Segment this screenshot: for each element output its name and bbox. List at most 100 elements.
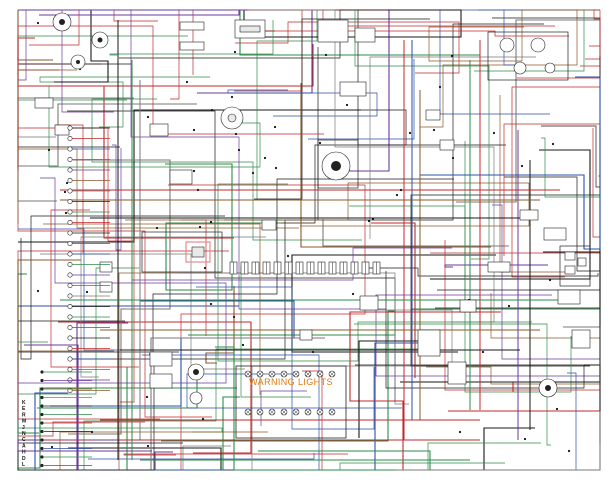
lamp-terminal xyxy=(67,324,73,330)
junction-dot xyxy=(155,226,159,230)
wire xyxy=(17,439,220,452)
wire xyxy=(257,109,407,224)
junction-dot xyxy=(481,350,485,354)
junction-dot xyxy=(408,131,412,135)
lamp-terminal xyxy=(67,178,73,184)
lamp-filament xyxy=(257,409,263,415)
relay-box xyxy=(459,299,477,313)
junction-dot xyxy=(507,304,511,308)
wire xyxy=(217,183,532,362)
junction-dot xyxy=(548,278,552,282)
connector-code: E xyxy=(22,406,26,412)
relay-box xyxy=(261,219,277,231)
junction-dot xyxy=(438,85,442,89)
junction-dot xyxy=(450,54,454,58)
lamp-terminal xyxy=(67,261,73,267)
wire xyxy=(349,205,572,393)
wire xyxy=(17,259,81,368)
wire xyxy=(18,9,248,16)
wire xyxy=(355,271,585,389)
junction-dot xyxy=(237,148,241,152)
wire xyxy=(322,219,509,247)
junction-dot xyxy=(311,350,315,354)
junction-dot xyxy=(273,125,277,129)
wire xyxy=(17,69,77,224)
connector-code: A xyxy=(22,443,26,449)
instrument-cluster xyxy=(487,31,569,81)
junction-dot xyxy=(209,220,213,224)
wire xyxy=(430,149,591,280)
wiper-motor xyxy=(220,106,244,130)
wire xyxy=(18,109,361,243)
wire xyxy=(300,83,491,248)
relay-box xyxy=(519,209,539,221)
wire xyxy=(504,176,600,272)
junction-dot xyxy=(209,302,213,306)
connector-pin xyxy=(40,463,44,468)
wire xyxy=(369,56,536,239)
lamp-terminal xyxy=(67,366,73,372)
lamp-terminal xyxy=(67,167,73,173)
lamp-terminal xyxy=(67,335,73,341)
junction-dot xyxy=(351,292,355,296)
relay-box xyxy=(99,281,113,293)
lamp-terminal xyxy=(67,282,73,288)
lamp-filament xyxy=(317,371,323,377)
junction-dot xyxy=(85,290,89,294)
wire xyxy=(40,253,245,370)
relay-box xyxy=(99,261,113,273)
relay-box xyxy=(425,109,441,121)
wire xyxy=(368,267,599,277)
wire xyxy=(88,453,315,460)
wire xyxy=(205,286,235,364)
junction-dot xyxy=(63,190,67,194)
lamp-terminal xyxy=(67,345,73,351)
wire xyxy=(125,182,530,227)
wire xyxy=(123,453,348,456)
wire xyxy=(54,10,109,83)
junction-dot xyxy=(395,193,399,197)
junction-dot xyxy=(251,171,255,175)
wire xyxy=(474,10,585,72)
connector-code: C xyxy=(22,437,26,443)
junction-dot xyxy=(146,444,150,448)
lamp-filament xyxy=(305,371,311,377)
fuse-strip xyxy=(229,261,381,275)
lamp-terminal xyxy=(67,293,73,299)
lamp-terminal xyxy=(67,272,73,278)
wire xyxy=(91,98,362,241)
lamp-terminal xyxy=(67,136,73,142)
relay-box xyxy=(359,295,379,311)
connector-pin xyxy=(40,412,44,417)
central-fuse-block xyxy=(141,231,223,273)
wire xyxy=(161,310,396,442)
junction-dot xyxy=(47,148,51,152)
connector-code: H xyxy=(22,450,26,456)
wire xyxy=(428,9,600,62)
relay-box xyxy=(439,139,455,151)
lamp-filament xyxy=(305,409,311,415)
connector-code: R xyxy=(22,412,26,418)
junction-dot xyxy=(399,188,403,192)
junction-dot xyxy=(210,108,214,112)
lamp-filament xyxy=(269,409,275,415)
left-lamp-terminals xyxy=(40,125,110,468)
wire xyxy=(354,10,490,260)
junction-dot xyxy=(65,181,69,185)
lamp-filament xyxy=(245,371,251,377)
wire xyxy=(186,373,402,409)
junction-dot xyxy=(451,156,455,160)
relay-box xyxy=(34,97,54,109)
lamp-filament xyxy=(293,371,299,377)
wire xyxy=(439,9,600,115)
lamp-terminal xyxy=(67,241,73,247)
wire xyxy=(492,17,601,188)
warning-lights-panel: WARNING LIGHTS xyxy=(235,365,347,439)
junction-dot xyxy=(192,169,196,173)
wire xyxy=(48,86,261,168)
relay-box xyxy=(149,123,169,137)
lamp-terminal xyxy=(67,220,73,226)
wire xyxy=(308,59,415,140)
lamp-filament xyxy=(257,371,263,377)
